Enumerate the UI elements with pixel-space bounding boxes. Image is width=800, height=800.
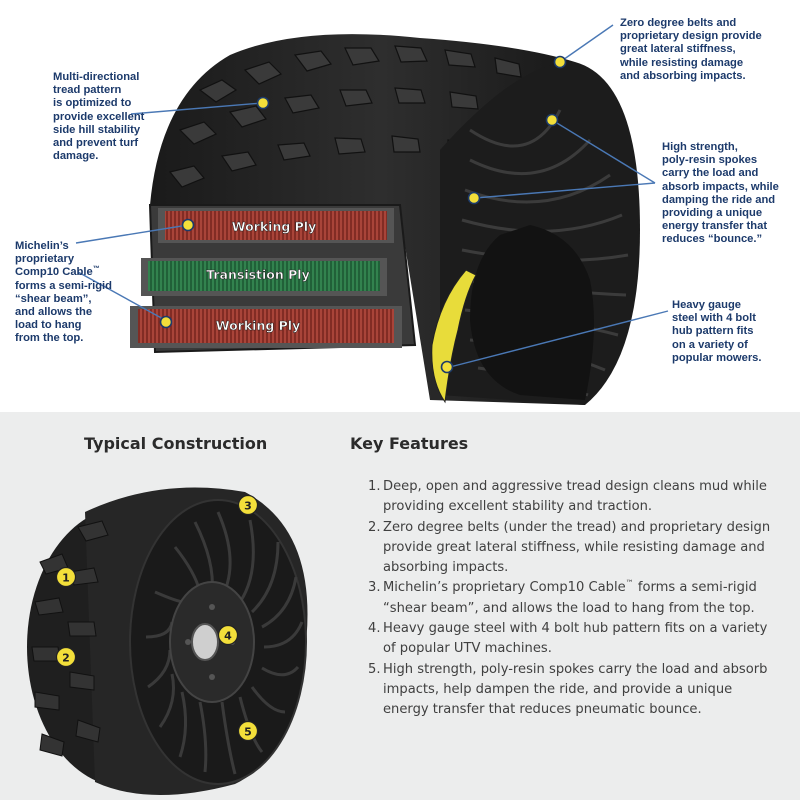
feature-item: 1.Deep, open and aggressive tread design… xyxy=(368,477,778,518)
feature-text: High strength, poly-resin spokes carry t… xyxy=(383,661,768,718)
feature-item: 2.Zero degree belts (under the tread) an… xyxy=(368,518,778,579)
marker-spokes-lower xyxy=(467,191,481,205)
tread-blocks xyxy=(31,520,109,757)
marker-5: 5 xyxy=(237,720,259,742)
feature-text: Heavy gauge steel with 4 bolt hub patter… xyxy=(383,621,768,657)
marker-spokes-upper xyxy=(545,113,559,127)
feature-number: 5. xyxy=(368,661,381,677)
trademark-symbol: ™ xyxy=(92,265,100,273)
typical-construction-illustration: 1 2 3 4 5 xyxy=(27,487,308,796)
feature-text: Deep, open and aggressive tread design c… xyxy=(383,479,767,515)
marker-3-label: 3 xyxy=(244,500,252,513)
marker-5-label: 5 xyxy=(244,726,252,739)
key-features-title: Key Features xyxy=(350,434,469,453)
feature-item: 4.Heavy gauge steel with 4 bolt hub patt… xyxy=(368,619,778,660)
marker-1: 1 xyxy=(55,566,77,588)
leader-lines xyxy=(75,24,669,368)
callout-cable-text-b: forms a semi-rigid “shear beam”, and all… xyxy=(15,279,112,345)
working-ply-top-label: Working Ply xyxy=(232,219,317,234)
feature-text: Zero degree belts (under the tread) and … xyxy=(383,519,771,576)
marker-belts xyxy=(553,55,567,69)
feature-number: 3. xyxy=(368,580,381,596)
callout-belts: Zero degree belts and proprietary design… xyxy=(620,17,762,82)
marker-2: 2 xyxy=(55,646,77,668)
feature-text-a: Michelin’s proprietary Comp10 Cable xyxy=(383,580,626,596)
trademark-symbol: ™ xyxy=(625,579,634,589)
callout-markers xyxy=(159,55,567,374)
tread-blocks xyxy=(168,45,522,188)
hub-bore xyxy=(191,623,219,661)
feature-item: 5.High strength, poly-resin spokes carry… xyxy=(368,660,778,721)
feature-number: 1. xyxy=(368,479,381,494)
marker-ply-bottom xyxy=(159,315,173,329)
marker-tread xyxy=(256,96,270,110)
marker-4-label: 4 xyxy=(224,630,232,643)
callout-tread-pattern: Multi-directional tread pattern is optim… xyxy=(53,71,145,163)
callout-hub: Heavy gauge steel with 4 bolt hub patter… xyxy=(672,299,762,364)
callout-spokes: High strength, poly-resin spokes carry t… xyxy=(662,141,779,246)
marker-1-label: 1 xyxy=(62,572,70,585)
marker-2-label: 2 xyxy=(62,652,70,665)
marker-4: 4 xyxy=(217,624,239,646)
working-ply-bottom-label: Working Ply xyxy=(216,318,301,333)
hub-inner xyxy=(470,225,594,400)
marker-hub xyxy=(440,360,454,374)
feature-item: 3.Michelin’s proprietary Comp10 Cable™ f… xyxy=(368,578,778,619)
feature-number: 2. xyxy=(368,519,381,535)
tire-cutaway-illustration: Working Ply Transistion Ply Working Ply xyxy=(75,24,669,406)
tire-cutaway-diagram: Working Ply Transistion Ply Working Ply … xyxy=(15,17,779,406)
typical-construction-title: Typical Construction xyxy=(84,434,268,453)
key-features-list: 1.Deep, open and aggressive tread design… xyxy=(368,477,778,721)
transition-ply-label: Transistion Ply xyxy=(206,267,310,282)
callout-comp10-cable: Michelin’s proprietary Comp10 Cable™ for… xyxy=(15,240,112,346)
feature-number: 4. xyxy=(368,621,381,637)
feature-text-b: forms a semi-rigid “shear beam”, and all… xyxy=(383,580,757,616)
callout-cable-text-a: Michelin’s proprietary Comp10 Cable xyxy=(15,240,93,279)
details-section: Typical Construction Key Features xyxy=(0,412,800,800)
marker-3: 3 xyxy=(237,494,259,516)
marker-ply-top xyxy=(181,218,195,232)
